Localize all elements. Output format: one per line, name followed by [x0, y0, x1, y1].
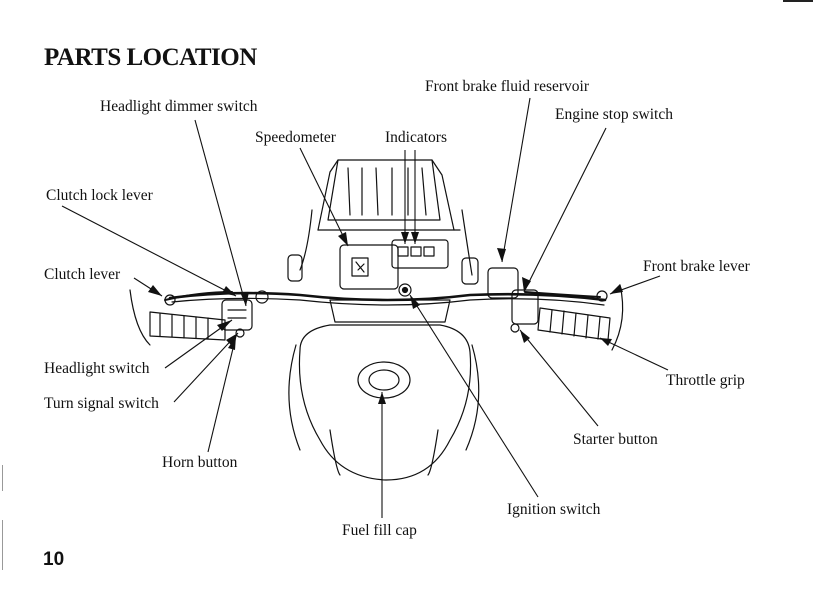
- leader-horn: [207, 335, 237, 453]
- margin-mark: [2, 520, 3, 570]
- label-fuel-fill-cap: Fuel fill cap: [342, 522, 417, 539]
- leader-front-brake-fluid: [501, 97, 531, 263]
- label-clutch-lever: Clutch lever: [44, 266, 121, 283]
- label-turn-signal-switch: Turn signal switch: [44, 395, 159, 412]
- fuel-fill-cap-shape: [368, 369, 400, 391]
- label-clutch-lock-lever: Clutch lock lever: [46, 187, 153, 204]
- speedometer-housing: [339, 244, 399, 290]
- page-number: 10: [43, 549, 65, 570]
- label-indicators: Indicators: [385, 129, 447, 146]
- label-front-brake-fluid-reservoir: Front brake fluid reservoir: [425, 78, 589, 95]
- leader-clutch-lock: [61, 205, 237, 297]
- label-speedometer: Speedometer: [255, 129, 336, 146]
- ignition-switch-knob: [398, 283, 412, 297]
- label-headlight-switch: Headlight switch: [44, 360, 150, 377]
- label-headlight-dimmer-switch: Headlight dimmer switch: [100, 98, 258, 115]
- label-front-brake-lever: Front brake lever: [643, 258, 750, 275]
- margin-mark: [2, 465, 3, 491]
- leader-throttle: [599, 337, 669, 371]
- label-throttle-grip: Throttle grip: [666, 372, 745, 389]
- header-rule: [783, 0, 813, 2]
- leader-headlight-dimmer: [194, 119, 247, 307]
- indicator-panel: [391, 239, 449, 269]
- label-ignition-switch: Ignition switch: [507, 501, 601, 518]
- leader-engine-stop: [523, 127, 607, 293]
- leader-speedometer: [299, 147, 349, 247]
- page-title: PARTS LOCATION: [44, 44, 257, 71]
- label-horn-button: Horn button: [162, 454, 238, 471]
- label-starter-button: Starter button: [573, 431, 658, 448]
- leader-starter: [519, 329, 599, 427]
- label-engine-stop-switch: Engine stop switch: [555, 106, 673, 123]
- leader-turn-signal: [173, 332, 239, 403]
- leader-ignition: [409, 294, 539, 498]
